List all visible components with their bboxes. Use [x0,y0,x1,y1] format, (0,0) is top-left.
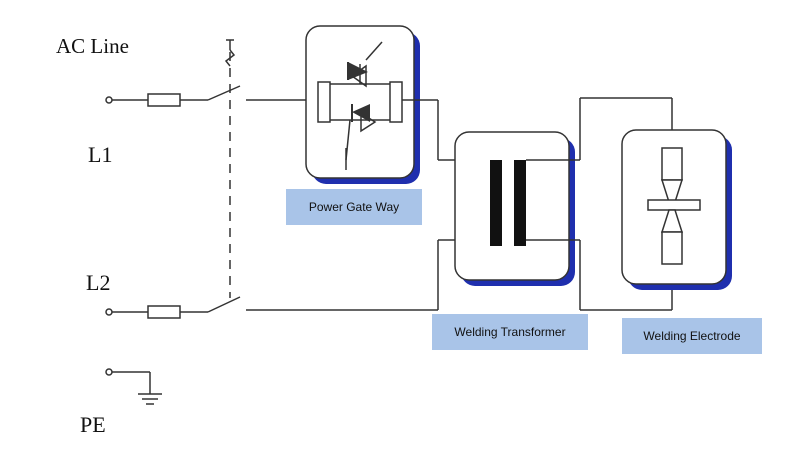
power-gate-label: Power Gate Way [286,189,422,225]
ac-line-label: AC Line [56,34,129,58]
l1-fuse [147,93,181,107]
l1-line [105,85,318,107]
l2-fuse [147,305,181,319]
welding-transformer-block [454,131,575,286]
power-gate-block [305,25,420,184]
l1-switch [207,85,241,101]
l1-label: L1 [88,142,113,167]
pe-ground-symbol [105,368,162,405]
l2-line [105,239,490,319]
l2-switch [207,296,241,313]
pe-label: PE [80,412,106,437]
welding-electrode-block [621,129,732,290]
welding-transformer-label: Welding Transformer [432,314,588,350]
l2-label: L2 [86,270,111,295]
welding-electrode-label: Welding Electrode [622,318,762,354]
